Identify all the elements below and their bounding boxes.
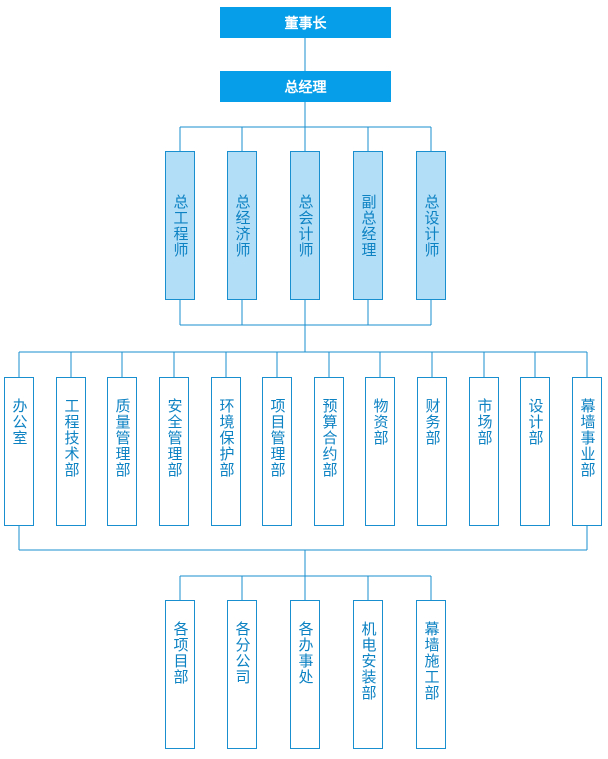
unit-box: 各项目部 [165,600,195,749]
department-box: 市场部 [469,377,499,526]
chairman-label: 董事长 [284,15,327,32]
officer-label: 总工程师 [171,193,190,258]
chairman-box: 董事长 [220,7,391,38]
department-label: 办公室 [10,398,29,446]
unit-label: 各办事处 [296,621,315,685]
department-label: 质量管理部 [113,398,132,478]
officer-box-chief-engineer: 总工程师 [165,151,195,300]
officer-box-chief-economist: 总经济师 [227,151,257,300]
unit-box: 各办事处 [290,600,320,749]
department-box: 环境保护部 [211,377,241,526]
officer-box-chief-designer: 总设计师 [416,151,446,300]
department-box: 设计部 [520,377,550,526]
department-label: 项目管理部 [268,398,287,478]
unit-label: 各分公司 [233,621,252,685]
department-label: 财务部 [423,398,442,446]
department-label: 设计部 [526,398,545,446]
department-box: 质量管理部 [107,377,137,526]
department-box: 安全管理部 [159,377,189,526]
department-box: 办公室 [4,377,34,526]
officer-box-deputy-general-manager: 副总经理 [353,151,383,300]
department-label: 安全管理部 [165,398,184,478]
unit-label: 机电安装部 [359,621,378,701]
department-label: 环境保护部 [217,398,236,478]
department-label: 幕墙事业部 [578,398,597,478]
department-box: 预算合约部 [314,377,344,526]
officer-label: 总会计师 [296,193,315,258]
department-box: 物资部 [365,377,395,526]
general-manager-label: 总经理 [284,79,327,96]
unit-label: 幕墙施工部 [422,621,441,701]
officer-label: 副总经理 [359,193,378,258]
department-label: 市场部 [475,398,494,446]
department-label: 工程技术部 [62,398,81,478]
unit-box: 各分公司 [227,600,257,749]
unit-box: 机电安装部 [353,600,383,749]
officer-box-chief-accountant: 总会计师 [290,151,320,300]
officer-label: 总设计师 [422,193,441,258]
department-box: 项目管理部 [262,377,292,526]
department-box: 幕墙事业部 [572,377,602,526]
unit-box: 幕墙施工部 [416,600,446,749]
department-label: 物资部 [371,398,390,446]
officer-label: 总经济师 [233,193,252,258]
department-label: 预算合约部 [320,398,339,478]
unit-label: 各项目部 [171,621,190,685]
department-box: 工程技术部 [56,377,86,526]
department-box: 财务部 [417,377,447,526]
general-manager-box: 总经理 [220,71,391,102]
